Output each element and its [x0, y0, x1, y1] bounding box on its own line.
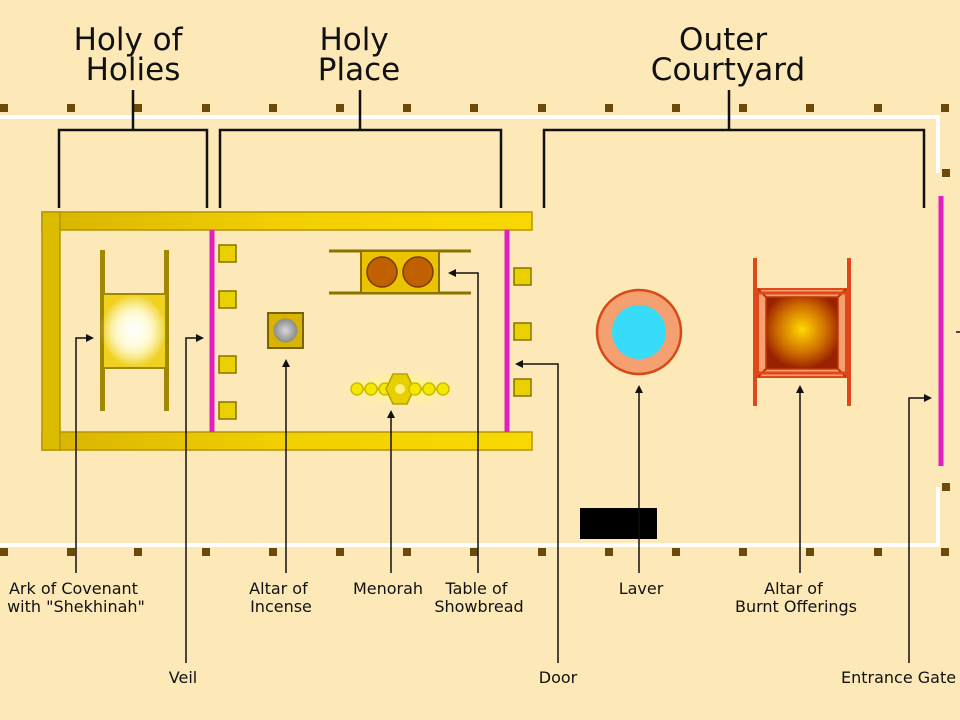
courtyard-post [672, 104, 680, 112]
ark-pointer [75, 337, 90, 573]
veil-label: Veil [169, 668, 197, 687]
holy-place-bracket [218, 90, 503, 208]
menorah-label: Menorah [353, 579, 423, 598]
holy-place-title: Holy Place [318, 22, 400, 88]
courtyard-post [941, 104, 949, 112]
veil-pointer [185, 337, 200, 663]
altar-of-incense [267, 312, 304, 349]
table-of-showbread [329, 249, 471, 295]
courtyard-post [470, 104, 478, 112]
pointer-arrowheads [86, 269, 932, 418]
pointer-lines [75, 272, 960, 663]
courtyard-post [336, 104, 344, 112]
courtyard-post [605, 104, 613, 112]
altar-of-burnt-offerings [753, 258, 851, 406]
courtyard-post [605, 548, 613, 556]
showbread-label: Table of Showbread [434, 579, 523, 616]
courtyard-post [0, 104, 8, 112]
courtyard-post [336, 548, 344, 556]
courtyard-post [942, 169, 950, 177]
altar-incense-label: Altar of Incense [249, 579, 313, 616]
courtyard-post [538, 104, 546, 112]
menorah [342, 371, 458, 407]
courtyard-post [67, 548, 75, 556]
courtyard-post [67, 104, 75, 112]
courtyard-post [134, 104, 142, 112]
courtyard-post [942, 483, 950, 491]
courtyard-post [403, 548, 411, 556]
courtyard-boundary [0, 115, 940, 547]
outer-courtyard-bracket [542, 90, 926, 208]
holy-of-holies-bracket [57, 90, 209, 208]
courtyard-post [672, 548, 680, 556]
entrance-gate-pointer [908, 397, 928, 663]
entrance-gate-label: Entrance Gate [841, 668, 956, 687]
ark-label: Ark of Covenant with "Shekhinah" [7, 579, 145, 616]
outer-courtyard-title: Outer Courtyard [651, 22, 805, 88]
courtyard-post [470, 548, 478, 556]
door-label: Door [539, 668, 578, 687]
courtyard-post [739, 548, 747, 556]
courtyard-post [806, 548, 814, 556]
altar-burnt-label: Altar of Burnt Offerings [735, 579, 857, 616]
door-pointer [519, 363, 559, 663]
courtyard-post [874, 548, 882, 556]
courtyard-post [269, 548, 277, 556]
courtyard-post [403, 104, 411, 112]
courtyard-post [874, 104, 882, 112]
laver [595, 288, 683, 376]
door-pillars [513, 267, 532, 397]
showbread-pointer [452, 272, 479, 573]
courtyard-post [538, 548, 546, 556]
laver-label: Laver [619, 579, 664, 598]
ark-of-covenant [99, 250, 169, 411]
courtyard-post [739, 104, 747, 112]
section-brackets [57, 90, 926, 208]
inner-pillars [218, 244, 237, 420]
courtyard-post [806, 104, 814, 112]
courtyard-posts [0, 104, 950, 556]
courtyard-post [134, 548, 142, 556]
tabernacle-walls [41, 211, 533, 451]
courtyard-post [0, 548, 8, 556]
courtyard-post [941, 548, 949, 556]
courtyard-post [202, 104, 210, 112]
black-block [580, 508, 657, 539]
courtyard-post [269, 104, 277, 112]
courtyard-post [202, 548, 210, 556]
holy-of-holies-title: Holy of Holies [74, 22, 193, 88]
